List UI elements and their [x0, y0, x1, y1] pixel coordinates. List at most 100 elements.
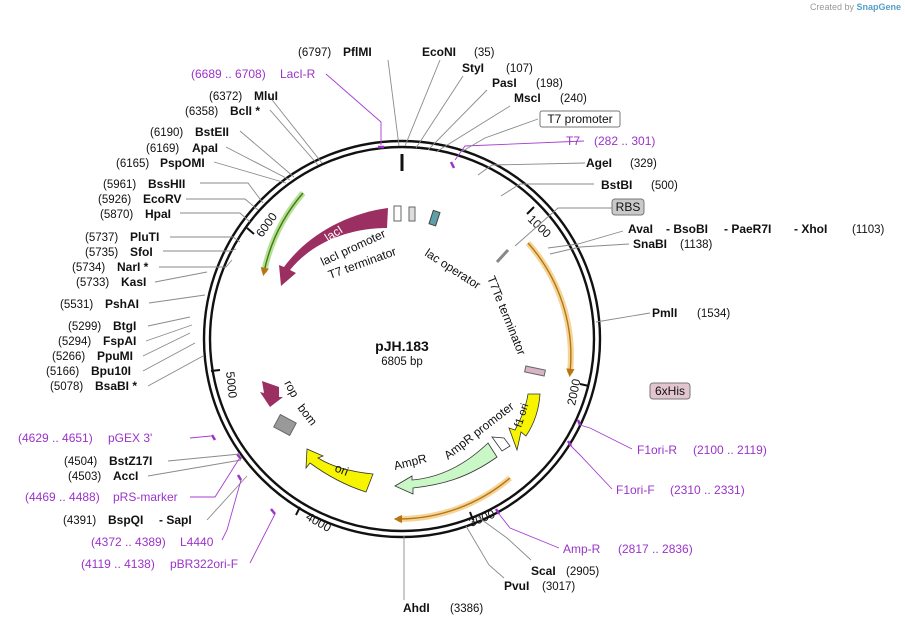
enzyme-pmli-pos: (1534) — [697, 308, 730, 320]
tick-5000: 5000 — [223, 371, 240, 399]
feature-ampr[interactable] — [394, 442, 498, 495]
leader-line — [189, 435, 212, 439]
leader-line — [148, 294, 206, 304]
label-ampr: AmpR — [392, 451, 428, 473]
enzyme-bspqi-pos: (4391) — [63, 515, 96, 527]
enzyme-ecorv: EcoRV — [143, 192, 181, 206]
enzyme-bpu10i-pos: (5166) — [46, 366, 79, 378]
leader-line — [249, 513, 276, 564]
enzyme-bsabi: BsaBI * — [95, 379, 137, 393]
tick-2000: 2000 — [564, 377, 583, 406]
feature-his-box[interactable] — [649, 382, 691, 400]
feature-laci[interactable] — [279, 208, 388, 286]
enzyme-mlui-pos: (6372) — [209, 91, 242, 103]
primer-f1ori-r-range: (2100 .. 2119) — [693, 443, 767, 457]
enzyme-scai: ScaI — [531, 564, 556, 578]
enzyme-agei-pos: (329) — [630, 158, 657, 170]
enzyme-bstz17i-pos: (4504) — [64, 456, 97, 468]
enzyme-styi: StyI — [462, 61, 484, 75]
tick-5000-mark — [210, 369, 221, 372]
label-bom: bom — [295, 401, 320, 428]
leader-line — [514, 207, 612, 247]
enzyme-bspqi: BspQI — [108, 513, 143, 527]
enzyme-econi: EcoNI — [422, 45, 456, 59]
leader-line — [167, 453, 241, 462]
primer-amp-r: Amp-R — [563, 542, 601, 556]
enzyme-pflmi: PflMI — [343, 45, 372, 59]
leader-line — [460, 118, 539, 153]
label-t7te-terminator: T7Te terminator — [484, 274, 528, 357]
leader-line — [268, 95, 323, 164]
primer-t7: T7 — [566, 134, 580, 148]
enzyme-pasi-pos: (198) — [536, 78, 563, 90]
enzyme-bcli: BclI * — [230, 104, 260, 118]
enzyme-pflmi-pos: (6797) — [298, 47, 331, 59]
primer-mark-prs-marker — [236, 453, 242, 460]
enzyme-fspai-pos: (5294) — [58, 336, 91, 348]
feature-t7-terminator[interactable] — [408, 206, 416, 222]
backbone-outer — [202, 139, 602, 539]
enzyme-pshai: PshAI — [105, 297, 139, 311]
primer-pbr322ori-f-range: (4119 .. 4138) — [81, 557, 155, 571]
feature-laci-promoter[interactable] — [393, 205, 402, 222]
enzyme-paer7i: - PaeR7I — [724, 222, 771, 236]
enzyme-pspomi-pos: (6165) — [116, 158, 149, 170]
leader-line — [225, 146, 291, 181]
feature-t7te-terminator[interactable] — [495, 248, 510, 264]
enzyme-hpai-pos: (5870) — [100, 209, 133, 221]
feature-t7-promoter-box[interactable] — [539, 110, 621, 128]
enzyme-ecorv-pos: (5926) — [98, 194, 131, 206]
feature-ori[interactable] — [305, 448, 374, 493]
leader-line — [142, 332, 191, 357]
enzyme-apai-pos: (6169) — [146, 143, 179, 155]
leader-line — [221, 479, 242, 541]
leader-line — [145, 324, 193, 342]
enzyme-bsshii-pos: (5961) — [103, 179, 136, 191]
leader-line — [477, 516, 532, 561]
orf-arc-his-core — [527, 242, 575, 378]
leader-line — [387, 59, 400, 147]
leader-line — [477, 162, 586, 176]
credit-prefix: Created by — [809, 2, 854, 12]
primer-mark-amp-r — [494, 508, 501, 515]
feature-bom[interactable] — [273, 413, 297, 437]
feature-his-label: 6xHis — [655, 384, 685, 398]
enzyme-bcli-pos: (6358) — [185, 106, 218, 118]
leader-line — [570, 445, 613, 490]
primer-mark-l4440 — [236, 474, 243, 481]
feature-his-tag[interactable] — [524, 365, 546, 377]
enzyme-ahdi-pos: (3386) — [450, 603, 483, 615]
enzyme-sfoi-pos: (5735) — [85, 247, 118, 259]
enzyme-sfoi: SfoI — [130, 245, 153, 259]
leader-line — [500, 183, 594, 197]
enzyme-btgi-pos: (5299) — [68, 321, 101, 333]
feature-f1-ori[interactable] — [508, 393, 541, 452]
leader-line — [170, 236, 241, 243]
leader-line — [180, 212, 251, 223]
label-lac-operator: lac operator — [422, 246, 483, 292]
feature-rbs-label: RBS — [616, 200, 641, 214]
tick-4000-mark — [295, 506, 301, 516]
enzyme-bsteii: BstEII — [195, 125, 229, 139]
enzyme-pvui-pos: (3017) — [542, 581, 575, 593]
enzyme-bstz17i: BstZ17I — [109, 454, 152, 468]
tick-3000-mark — [469, 511, 474, 521]
enzyme-bpu10i: Bpu10I — [91, 364, 131, 378]
enzyme-kasi-pos: (5733) — [76, 277, 109, 289]
feature-t7-promoter-label: T7 promoter — [547, 112, 612, 126]
plasmid-name: pJH.183 — [375, 338, 429, 354]
enzyme-pluti-pos: (5737) — [85, 232, 118, 244]
feature-rbs-box[interactable] — [611, 198, 645, 216]
enzyme-fspai: FspAI — [103, 334, 136, 348]
enzyme-ppumi-pos: (5266) — [52, 351, 85, 363]
feature-ampr-promoter[interactable] — [491, 436, 511, 452]
feature-rop[interactable] — [260, 381, 283, 407]
feature-lac-operator[interactable] — [428, 209, 441, 227]
leader-line — [190, 458, 240, 498]
primer-l4440-range: (4372 .. 4389) — [91, 535, 166, 549]
primer-laci-r: LacI-R — [280, 67, 316, 81]
enzyme-msci-pos: (240) — [560, 93, 587, 105]
primer-mark-pbr322ori-f — [270, 508, 276, 515]
primer-pbr322ori-f: pBR322ori-F — [170, 557, 238, 571]
